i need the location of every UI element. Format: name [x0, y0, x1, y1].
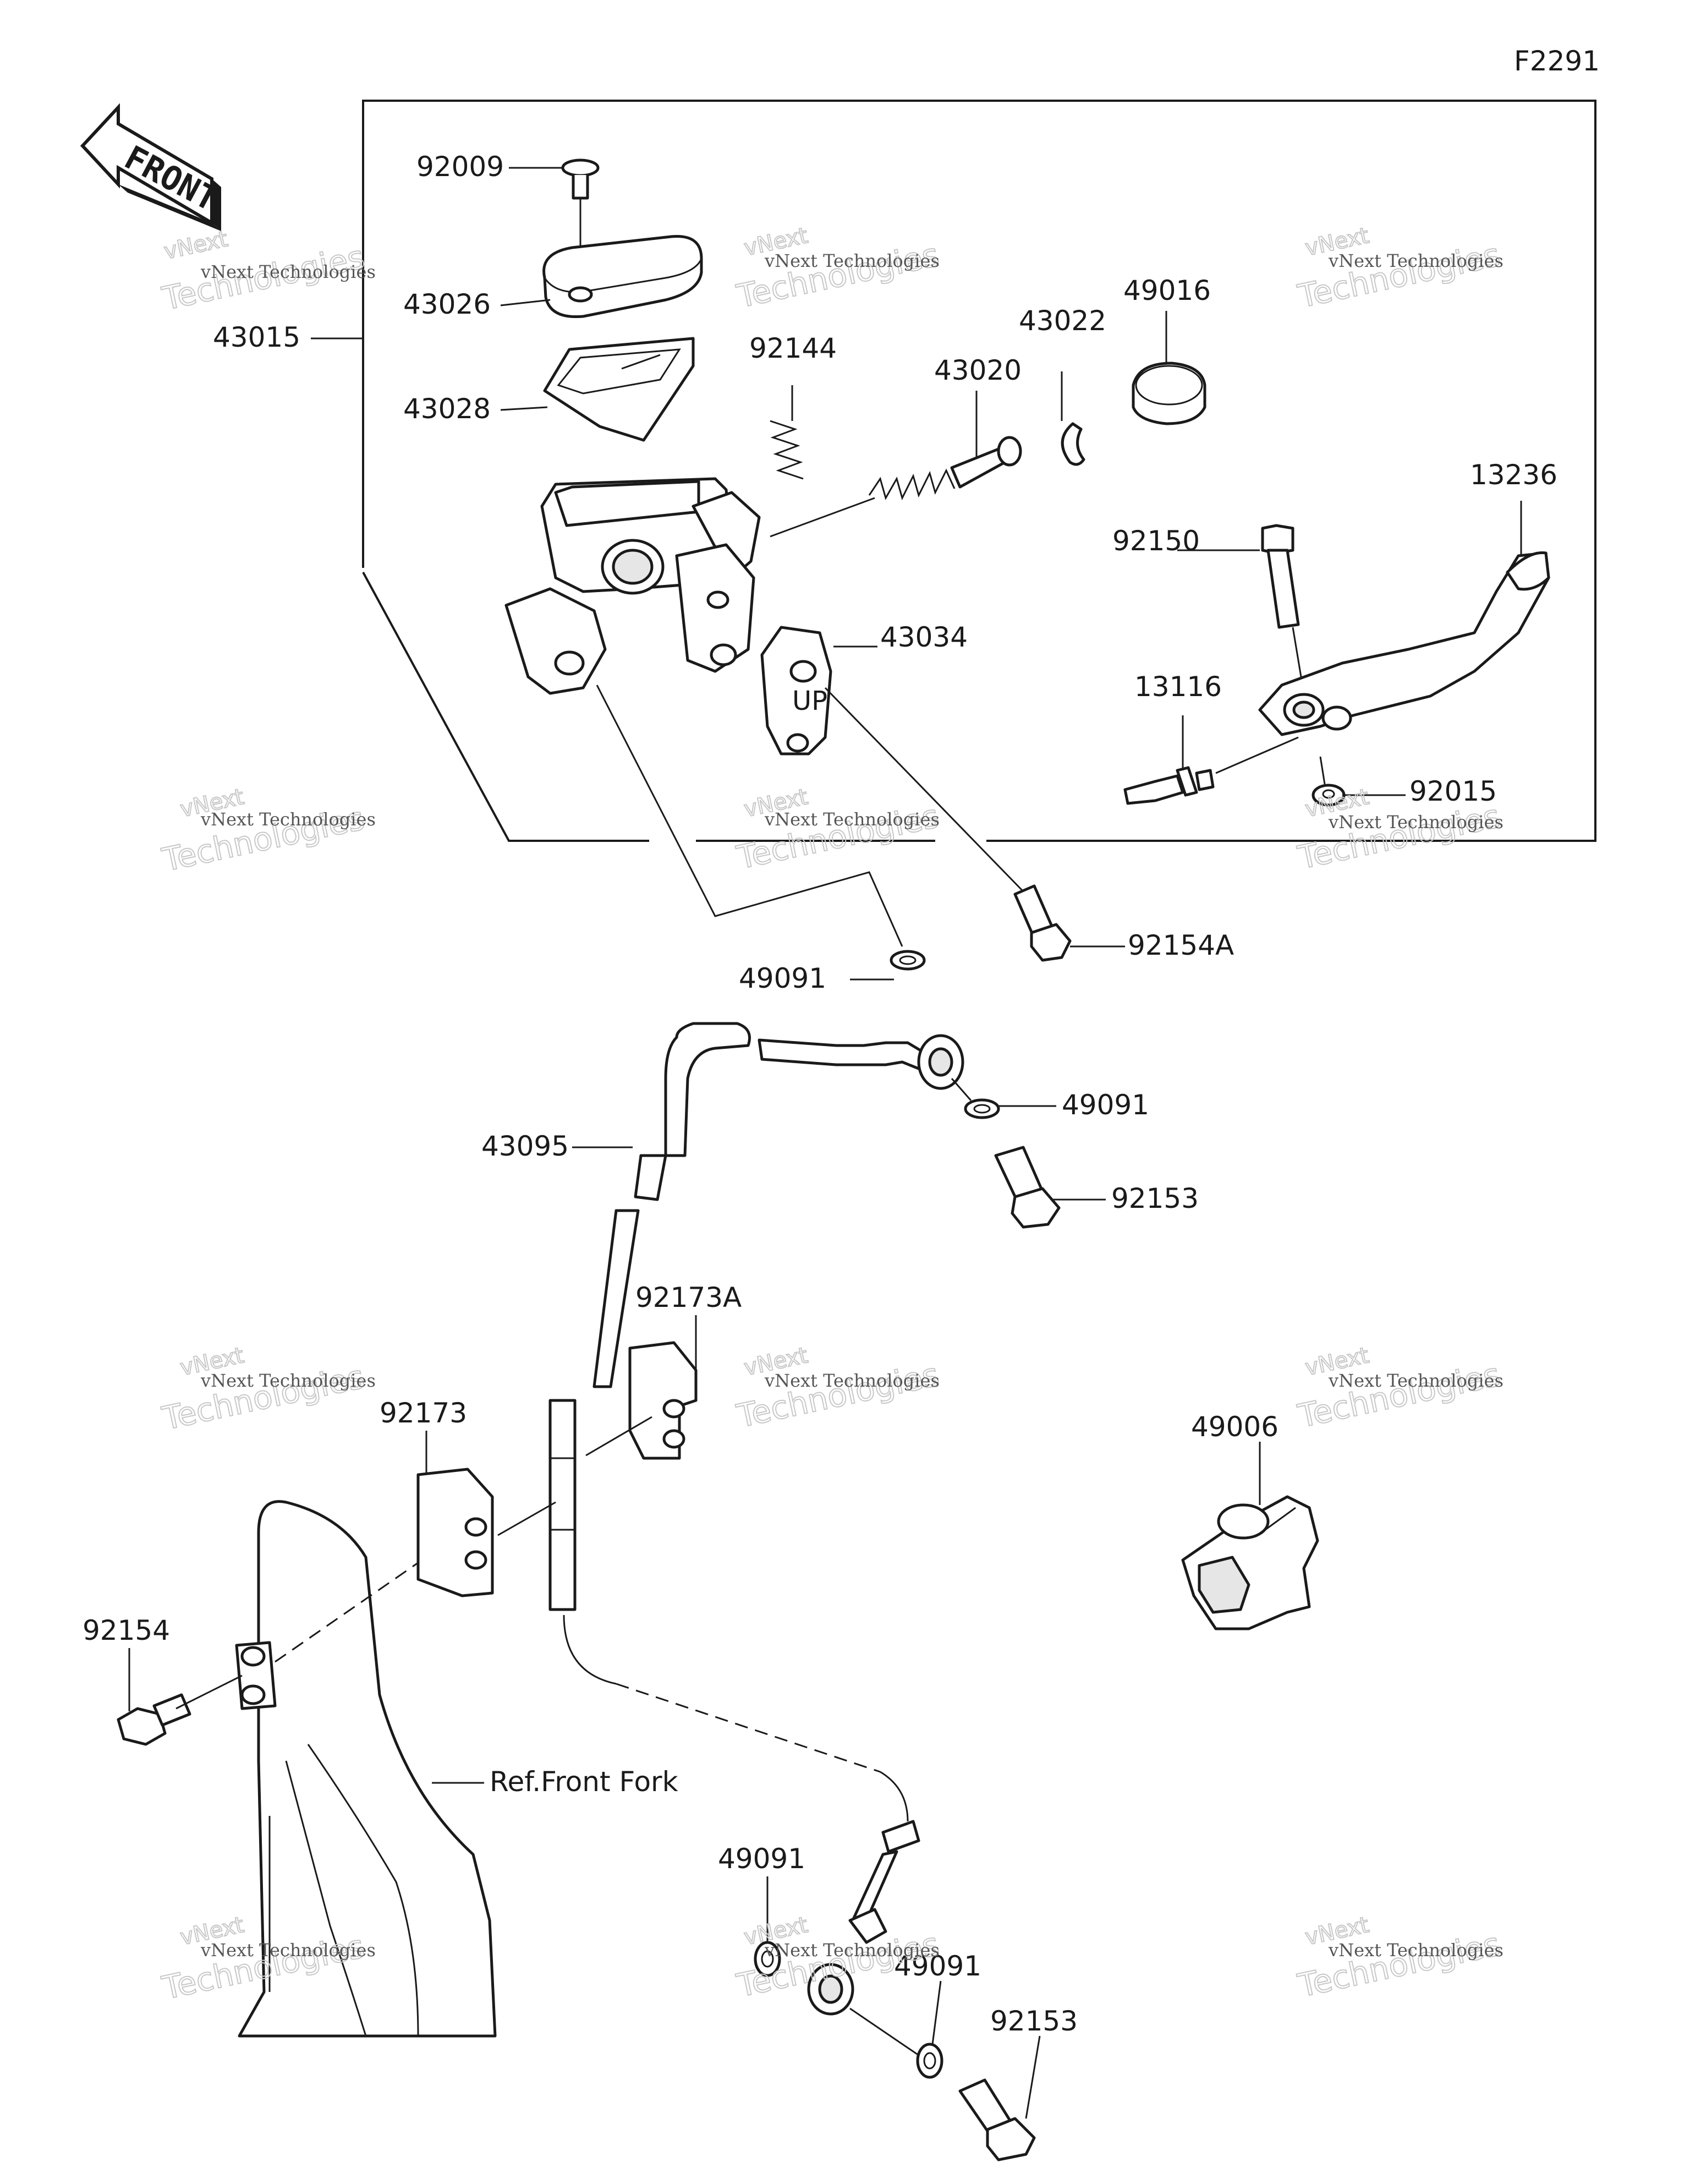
hose-clamp-92173: [416, 1468, 556, 1597]
label-43095: 43095: [481, 1130, 569, 1162]
bolt-92150: [1261, 524, 1305, 694]
label-92173A: 92173A: [635, 1282, 742, 1313]
washer-49091-b: [951, 1078, 1000, 1119]
label-13236: 13236: [1470, 459, 1557, 491]
label-49006: 49006: [1191, 1411, 1279, 1443]
svg-text:vNext Technologies: vNext Technologies: [1328, 250, 1504, 271]
label-43028: 43028: [403, 393, 491, 425]
label-92015: 92015: [1409, 775, 1497, 807]
label-43020: 43020: [934, 354, 1022, 386]
label-49091-d: 49091: [894, 1950, 981, 1982]
pivot-bolt-13116: [1123, 715, 1299, 805]
bolt-92154: [117, 1674, 243, 1746]
label-92153-a: 92153: [1111, 1183, 1199, 1214]
label-49016: 49016: [1123, 275, 1211, 306]
diagram-code: F2291: [1514, 45, 1600, 77]
svg-text:vNext Technologies: vNext Technologies: [764, 250, 940, 271]
master-cylinder-body: [504, 477, 761, 695]
spring-92144: [770, 385, 804, 480]
label-92173: 92173: [380, 1397, 467, 1429]
label-92153-b: 92153: [990, 2005, 1078, 2037]
label-49091-a: 49091: [739, 962, 826, 994]
clamp-43034: UP: [760, 626, 832, 756]
bolt-92154A: [824, 687, 1072, 962]
reservoir-cover-43026: [542, 235, 703, 319]
label-92150: 92150: [1112, 525, 1200, 557]
svg-text:vNext Technologies: vNext Technologies: [764, 809, 940, 830]
label-92144: 92144: [749, 332, 837, 364]
label-49091-c: 49091: [718, 1843, 805, 1875]
circlip-43022: [1061, 371, 1085, 466]
lever-13236: [1258, 501, 1550, 736]
label-92009: 92009: [416, 151, 504, 183]
svg-text:vNext Technologies: vNext Technologies: [764, 1940, 940, 1961]
svg-text:vNext Technologies: vNext Technologies: [200, 809, 376, 830]
label-49091-b: 49091: [1062, 1089, 1149, 1121]
svg-text:vNext Technologies: vNext Technologies: [200, 1940, 376, 1961]
front-arrow-icon: FRONT: [80, 103, 224, 231]
piston-kit-43020: [770, 391, 1022, 538]
washer-49091-d: [849, 2007, 943, 2079]
brake-hose-43095: [548, 1022, 964, 2016]
svg-text:vNext Technologies: vNext Technologies: [1328, 812, 1504, 833]
boot-49016: [1132, 311, 1206, 425]
svg-text:vNext: vNext: [162, 226, 230, 264]
svg-text:UP: UP: [792, 686, 827, 716]
banjo-bolt-92153-b: [958, 2078, 1036, 2161]
label-13116: 13116: [1134, 671, 1222, 703]
label-92154A: 92154A: [1128, 929, 1234, 961]
leader-lines: [128, 167, 1406, 2119]
front-fork-guard: [235, 1500, 497, 2038]
label-43026: 43026: [403, 288, 491, 320]
label-43015: 43015: [213, 321, 300, 353]
svg-text:vNext Technologies: vNext Technologies: [1328, 1940, 1504, 1961]
screw-92009: [561, 158, 600, 278]
assembly-frame: [362, 100, 1596, 842]
nut-92015: [1312, 756, 1346, 807]
label-92154: 92154: [83, 1614, 170, 1646]
svg-text:vNext Technologies: vNext Technologies: [200, 261, 376, 282]
label-43022: 43022: [1019, 305, 1106, 337]
label-43034: 43034: [880, 621, 968, 653]
svg-text:vNext Technologies: vNext Technologies: [764, 1370, 940, 1391]
svg-text:vNext Technologies: vNext Technologies: [200, 1370, 376, 1391]
ref-front-fork-label: Ref.Front Fork: [490, 1766, 678, 1798]
diaphragm-43028: [543, 337, 695, 442]
banjo-bolt-92153-a: [994, 1146, 1061, 1229]
washer-49091-a: [890, 950, 926, 971]
svg-text:vNext Technologies: vNext Technologies: [1328, 1370, 1504, 1391]
holder-49006: [1181, 1495, 1319, 1630]
hose-clamp-92173A: [585, 1341, 698, 1460]
washer-49091-c: [754, 1941, 781, 1977]
